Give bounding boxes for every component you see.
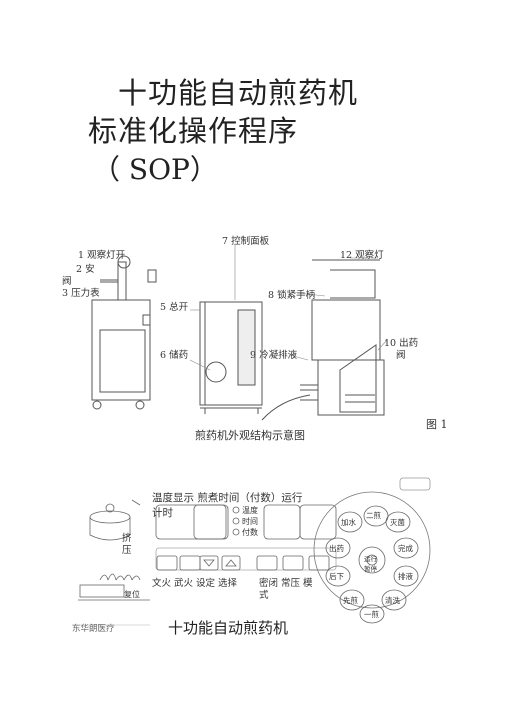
dial-second-decoction: 二煎 [366, 511, 381, 520]
dial-run: 运行 [364, 555, 377, 563]
panel-mode-labels: 密闭 常压 模 [259, 578, 313, 589]
label-pressure-gauge: 3 压力表 [62, 288, 100, 299]
panel-top-label: 温度显示 煎煮时间（付数）运行 [152, 492, 303, 504]
dial-output: 出药 [329, 544, 344, 553]
panel-mode-labels-2: 式 [259, 590, 269, 601]
label-squeeze-2: 压 [122, 545, 132, 556]
panel-top-label-2: 计时 [152, 507, 173, 519]
label-lock-handle: 8 锁紧手柄 [268, 290, 316, 301]
label-drug-outlet-2: 阀 [396, 350, 406, 361]
brand-label: 东华朗医疗 [72, 624, 115, 634]
indicator-time: 时间 [242, 517, 258, 526]
label-drug-storage: 6 储药 [160, 350, 189, 361]
label-drug-outlet: 10 出药 [384, 338, 419, 349]
dial-first-decoction: 一煎 [364, 610, 379, 619]
dial-drain: 排液 [398, 572, 413, 581]
label-observation-light-on: 1 观察灯开 [78, 250, 126, 261]
dial-pause: 暂停 [364, 565, 377, 573]
label-squeeze-1: 挤 [122, 533, 132, 544]
label-condensate-drain: 9 冷凝排液 [250, 350, 298, 361]
indicator-doses: 付数 [242, 528, 258, 537]
dial-add-later: 后下 [329, 572, 344, 581]
figure2-title: 十功能自动煎药机 [168, 619, 289, 637]
figure1-number: 图 1 [426, 418, 448, 431]
label-main-switch: 5 总开 [160, 302, 189, 313]
label-observation-light: 12 观察灯 [340, 250, 384, 261]
label-control-panel: 7 控制面板 [222, 236, 270, 247]
document-title-line1: 十功能自动煎药机 [118, 76, 359, 110]
figure1-caption: 煎药机外观结构示意图 [195, 429, 305, 442]
dial-first-decoct: 先煎 [343, 596, 358, 605]
label-safety-valve-2: 阀 [62, 276, 72, 287]
document-title-line3: （ SOP） [92, 153, 218, 186]
document-title-line2: 标准化操作程序 [88, 114, 299, 148]
dial-add-water: 加水 [341, 518, 356, 527]
dial-complete: 完成 [398, 544, 413, 553]
dial-clean: 清洗 [385, 596, 400, 605]
label-safety-valve: 2 安 [76, 264, 95, 275]
dial-sterilize: 灭菌 [390, 518, 405, 527]
panel-bottom-labels: 文火 武火 设定 选择 [152, 578, 238, 589]
label-reset: 复位 [124, 590, 140, 599]
indicator-temperature: 温度 [242, 506, 258, 515]
